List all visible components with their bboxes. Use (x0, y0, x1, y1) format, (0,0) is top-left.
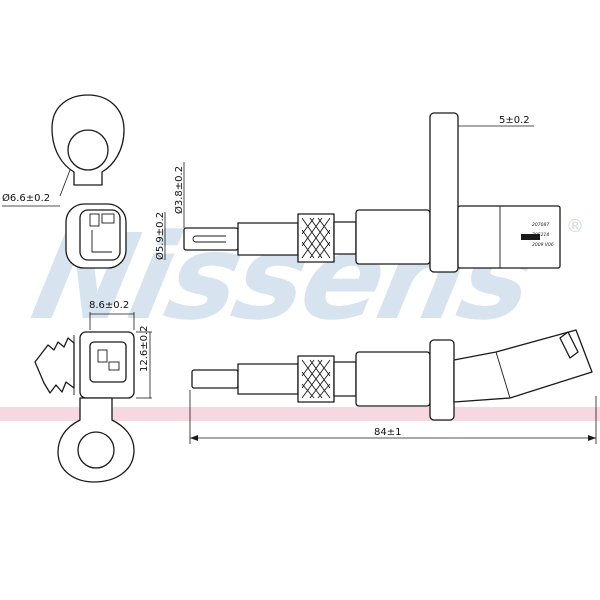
ring-terminal-top (51, 94, 125, 186)
sensor-angled-view (191, 329, 593, 421)
length-arrow-left (190, 435, 198, 441)
body-marking-line-3: 2009 V06 (532, 242, 554, 248)
length-arrow-right (588, 435, 596, 441)
shaft-diameter-label: Ø5.9±0.2 (154, 212, 166, 260)
body-marking: 207087 785214 2009 V06 (521, 222, 554, 248)
flange-thickness-label: 5±0.2 (499, 115, 530, 126)
overall-length-label: 84±1 (374, 427, 401, 438)
connector-top (65, 203, 127, 269)
tip-diameter-label: Ø3.8±0.2 (173, 166, 185, 214)
connector-height-label: 12.6±0.2 (139, 325, 150, 372)
ring-diameter-label: Ø6.6±0.2 (2, 192, 50, 204)
ring-diameter-leader (59, 169, 71, 197)
body-marking-line-1: 207087 (532, 222, 549, 228)
body-marking-line-2: 785214 (532, 232, 549, 238)
connector-width-label: 8.6±0.2 (89, 300, 129, 311)
connector-bottom (34, 331, 135, 399)
ring-terminal-bottom (57, 397, 135, 483)
watermark-registered-mark: ® (566, 216, 584, 237)
sensor-side-view (183, 112, 561, 273)
